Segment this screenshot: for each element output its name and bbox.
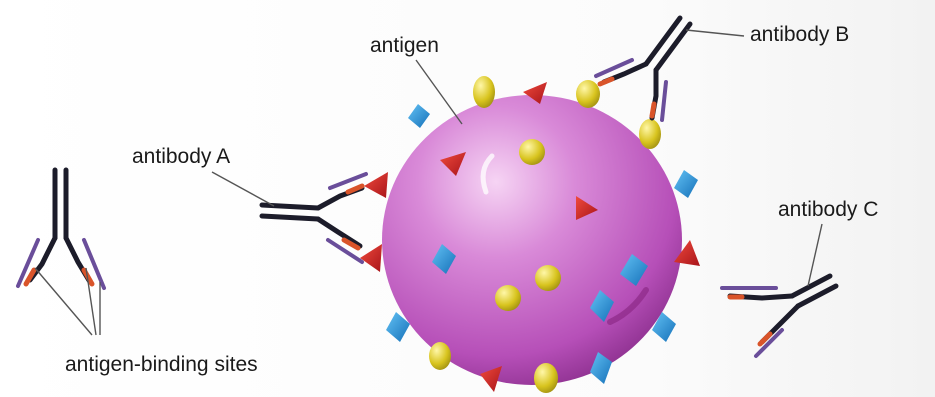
- antibody-heavy-arm: [318, 219, 360, 246]
- antigen-sphere: [382, 95, 682, 385]
- antibody-b-label: antibody B: [750, 23, 849, 46]
- binding-site-tip: [652, 104, 654, 116]
- binding-site-tip: [600, 79, 612, 84]
- yellow-epitope: [576, 80, 600, 108]
- yellow-epitope: [473, 76, 495, 108]
- antibody-c: [722, 276, 836, 356]
- antibody-b: [596, 18, 690, 120]
- antibody-a-label: antibody A: [132, 145, 230, 168]
- free-antibody: [18, 170, 104, 288]
- yellow-epitope: [519, 139, 545, 165]
- antibody-c-pointer: [808, 224, 822, 286]
- antibody-stem: [262, 216, 318, 219]
- antigen-label: antigen: [370, 34, 439, 57]
- yellow-epitope: [429, 342, 451, 370]
- yellow-epitope: [535, 265, 561, 291]
- antibody-a-pointer: [212, 172, 274, 206]
- blue-epitope: [408, 104, 430, 128]
- yellow-epitope: [639, 119, 661, 149]
- antibody-a: [262, 174, 366, 262]
- antibody-light-chain: [662, 82, 666, 120]
- yellow-epitope: [534, 363, 558, 393]
- antigen: [382, 95, 682, 385]
- red-epitope: [364, 172, 388, 198]
- binding-site-tip: [26, 270, 34, 284]
- red-epitope: [360, 244, 382, 272]
- binding-sites-label: antigen-binding sites: [65, 353, 258, 376]
- blue-epitope: [674, 170, 698, 198]
- antibody-c-label: antibody C: [778, 198, 878, 221]
- antibody-stem: [262, 205, 318, 208]
- yellow-epitope: [495, 285, 521, 311]
- antibody-b-pointer: [686, 30, 744, 36]
